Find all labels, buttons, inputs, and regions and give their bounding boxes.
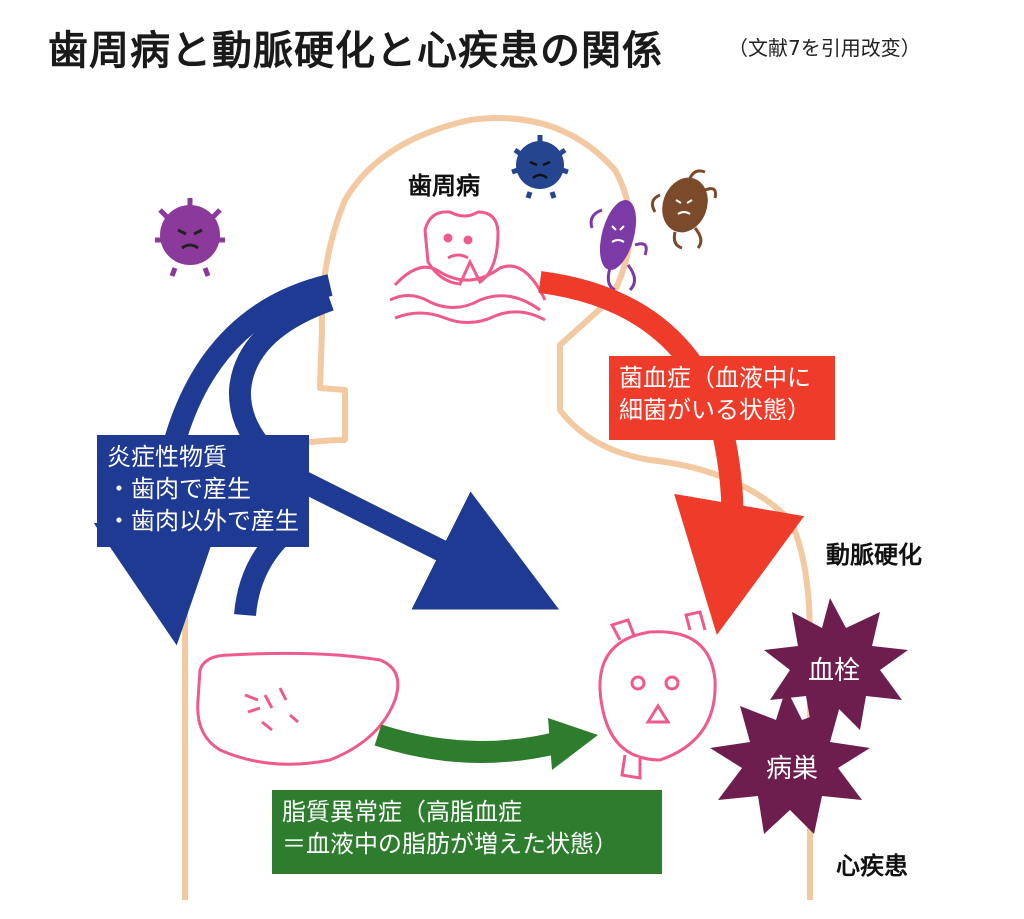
arteriosclerosis-label: 動脈硬化 xyxy=(826,541,922,569)
dyslipidemia-line: 脂質異常症（高脂血症 xyxy=(282,798,522,826)
brown-bacterium-icon xyxy=(650,169,717,250)
citation-note: （文献7を引用改変） xyxy=(728,36,921,60)
inflammation-line: ・歯肉で産生 xyxy=(107,475,251,503)
dyslipidemia-line: ＝血液中の脂肪が増えた状態） xyxy=(282,830,618,858)
periodontal-label: 歯周病 xyxy=(408,172,480,200)
dyslipidemia-arrow xyxy=(374,718,598,770)
tooth-icon xyxy=(389,210,547,324)
lesion-label: 病巣 xyxy=(766,754,819,784)
inflammation-line: ・歯肉以外で産生 xyxy=(107,507,299,535)
purple-bacterium-icon xyxy=(589,199,648,292)
heart-icon xyxy=(598,610,717,780)
purple-germ-icon xyxy=(155,198,225,277)
bacteremia-box: 菌血症（血液中に 細菌がいる状態） xyxy=(609,356,835,440)
thrombus-label: 血栓 xyxy=(808,656,861,686)
inflammation-line: 炎症性物質 xyxy=(107,443,227,471)
bacteremia-line: 細菌がいる状態） xyxy=(619,396,811,424)
heart-disease-label: 心疾患 xyxy=(836,852,908,880)
page-title: 歯周病と動脈硬化と心疾患の関係 xyxy=(48,28,663,74)
bacteremia-line: 菌血症（血液中に xyxy=(619,364,811,392)
liver-icon xyxy=(196,651,400,766)
lesion-star xyxy=(710,688,870,834)
dyslipidemia-box: 脂質異常症（高脂血症 ＝血液中の脂肪が増えた状態） xyxy=(272,790,662,874)
inflammation-box: 炎症性物質 ・歯肉で産生 ・歯肉以外で産生 xyxy=(97,435,309,547)
blue-germ-icon xyxy=(511,135,569,199)
